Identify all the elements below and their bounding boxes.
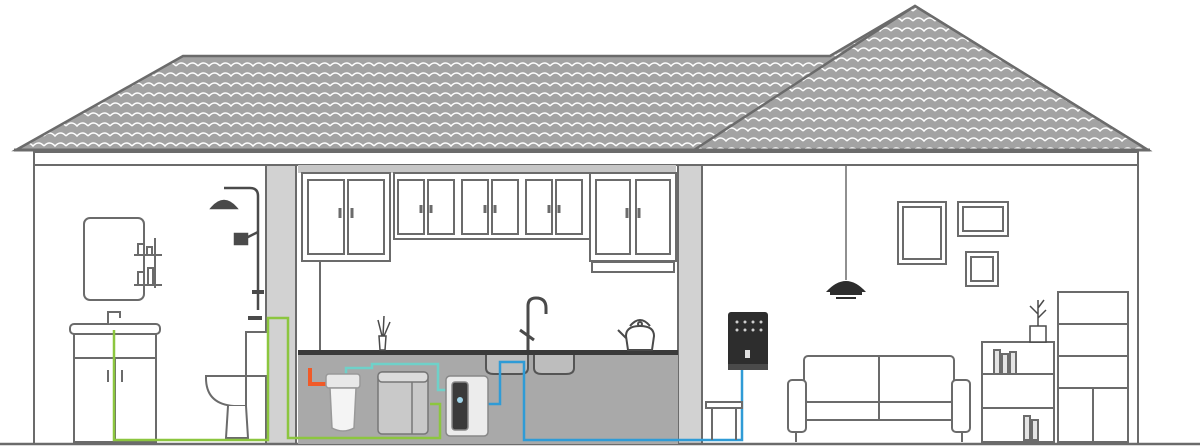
bathroom-shelf-icon <box>134 238 162 288</box>
bookshelf-icon <box>981 341 1055 443</box>
plant-vase-icon <box>377 315 391 351</box>
water-pipes <box>112 316 744 442</box>
kitchen <box>298 165 678 444</box>
ro-purifier-icon <box>377 371 429 435</box>
kitchen-faucet-icon <box>519 296 548 350</box>
wall-dispenser-icon <box>728 312 768 370</box>
drinking-water-pipe <box>486 360 744 442</box>
picture-frame-icon <box>897 201 1009 287</box>
upper-cabinets <box>301 172 677 262</box>
sofa-icon <box>787 355 971 442</box>
toilet-icon <box>205 331 269 439</box>
sink-basins <box>485 355 575 375</box>
pre-filter-icon <box>325 373 361 432</box>
house-walls <box>0 151 1200 446</box>
kettle-icon <box>617 319 656 351</box>
green-pipe <box>112 316 442 442</box>
shower-icon <box>209 186 264 320</box>
roof <box>11 4 1153 152</box>
range-hood <box>591 261 675 273</box>
filtered-water-pipe <box>344 362 452 392</box>
mirror-icon <box>83 217 145 301</box>
living-room <box>705 165 1129 443</box>
countertop <box>298 350 678 355</box>
cabinet-icon <box>1057 291 1129 443</box>
pendant-lamp-icon <box>826 165 866 299</box>
hot-water-pipe <box>308 368 328 386</box>
side-table-icon <box>705 401 743 440</box>
bathroom <box>69 186 269 443</box>
tankless-dispenser-icon <box>445 375 489 437</box>
appliances <box>325 371 489 437</box>
potted-plant-icon <box>1029 299 1047 343</box>
